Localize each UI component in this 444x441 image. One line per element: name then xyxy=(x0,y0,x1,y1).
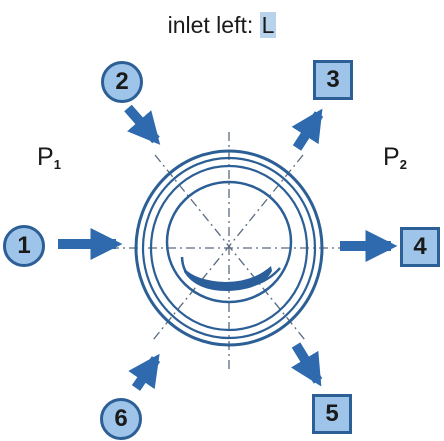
arrow-port-6 xyxy=(128,353,161,391)
p1-subscript: 1 xyxy=(53,157,61,172)
pressure-p2-label: P2 xyxy=(383,143,407,172)
p2-subscript: 2 xyxy=(399,157,407,172)
port-4-marker: 4 xyxy=(400,227,440,267)
port-2-number: 2 xyxy=(115,68,129,95)
arrow-port-2 xyxy=(124,104,161,145)
port-4-number: 4 xyxy=(413,233,427,260)
port-5-number: 5 xyxy=(325,400,339,427)
port-5-marker: 5 xyxy=(312,394,352,434)
port-6-marker: 6 xyxy=(100,398,142,440)
pressure-p1-label: P1 xyxy=(37,143,61,172)
p1-symbol: P xyxy=(37,143,54,171)
port-3-marker: 3 xyxy=(313,60,353,100)
p2-symbol: P xyxy=(383,143,400,171)
inlet-value: L xyxy=(259,12,277,38)
port-2-marker: 2 xyxy=(101,61,143,103)
arrow-port-3 xyxy=(291,108,324,151)
inlet-label: inlet left: xyxy=(167,12,254,38)
inner-disc xyxy=(165,180,293,304)
port-3-number: 3 xyxy=(326,66,340,93)
port-1-number: 1 xyxy=(17,232,31,259)
inlet-direction-header: inlet left: L xyxy=(0,12,444,39)
pump-housing xyxy=(134,149,324,347)
arrow-port-5 xyxy=(290,342,323,387)
inner-vane xyxy=(184,266,272,291)
port-1-marker: 1 xyxy=(3,225,45,267)
port-6-number: 6 xyxy=(114,405,128,432)
